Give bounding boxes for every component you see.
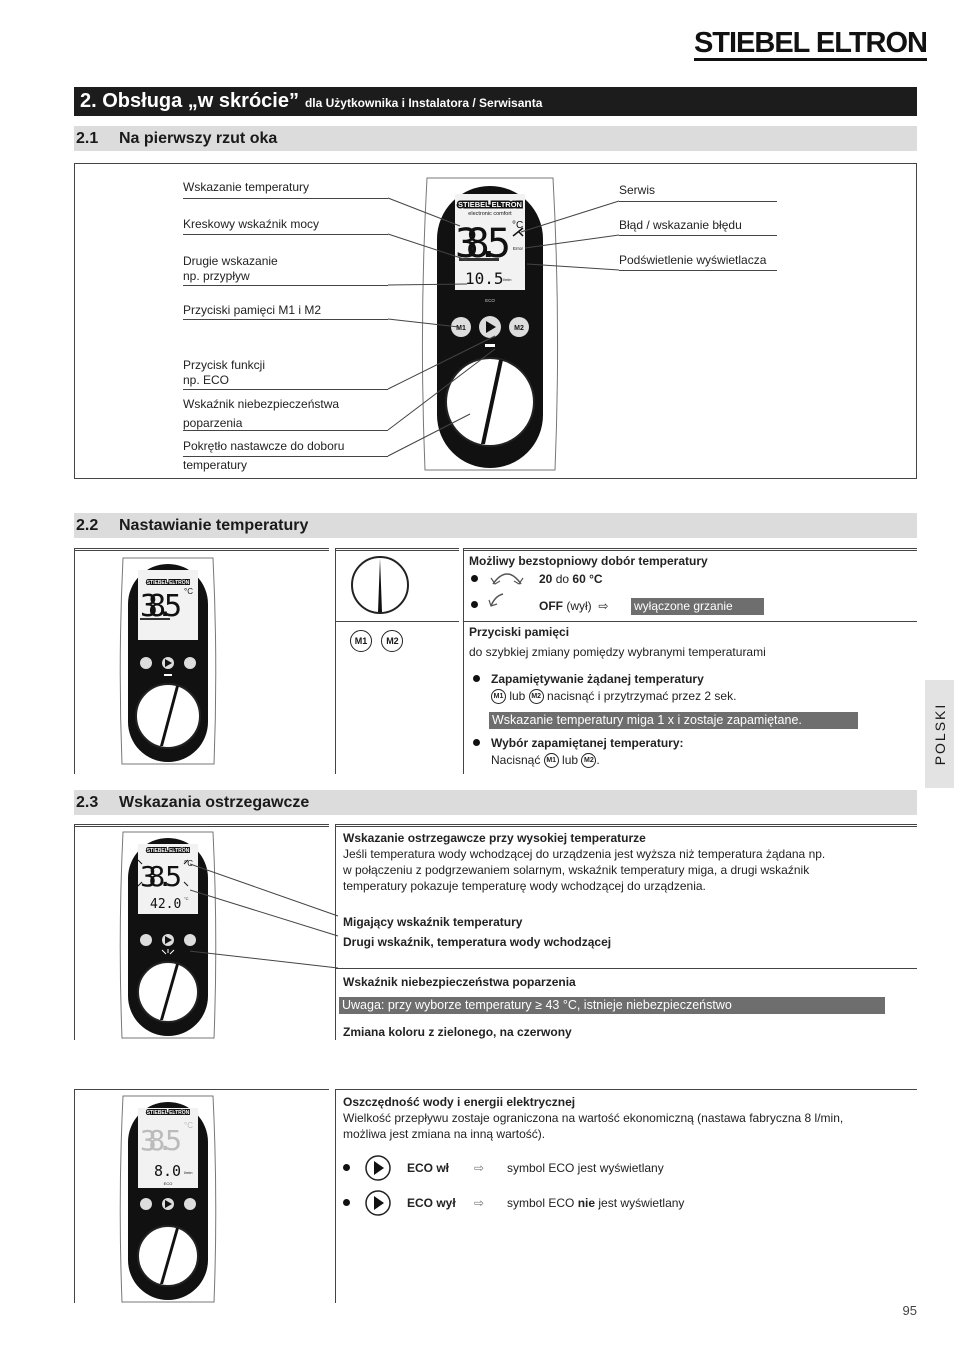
temp-range: 20 do 60 °C bbox=[539, 572, 603, 586]
label-temp-display: Wskazanie temperatury bbox=[183, 180, 310, 194]
label-memory-buttons: Przyciski pamięci M1 i M2 bbox=[183, 303, 322, 317]
temp-select-title: Możliwy bezstopniowy dobór temperatury bbox=[469, 554, 708, 568]
play-icon bbox=[486, 321, 496, 333]
language-tab: POLSKI bbox=[925, 680, 954, 788]
heating-off-highlight: wyłączone grzanie bbox=[631, 598, 764, 615]
scald-warning-highlight: Uwaga: przy wyborze temperatury ≥ 43 °C,… bbox=[339, 997, 885, 1014]
label-function-button: Przycisk funkcji bbox=[183, 358, 266, 372]
memory-buttons-title: Przyciski pamięci bbox=[469, 625, 570, 639]
svg-text:°C: °C bbox=[184, 859, 193, 868]
page-number: 95 bbox=[902, 1303, 917, 1318]
device-small-2-2: STIEBEL ELTRON 38.5 °C bbox=[119, 557, 217, 765]
knob-off-icon bbox=[488, 593, 504, 607]
brand-logo: STIEBEL ELTRON bbox=[693, 27, 928, 61]
svg-text:M2: M2 bbox=[514, 325, 524, 332]
label-service: Serwis bbox=[619, 183, 656, 197]
main-heading: 2. Obsługa „w skrócie” dla Użytkownika i… bbox=[74, 87, 917, 116]
play-icon bbox=[165, 659, 172, 667]
svg-text:°C: °C bbox=[184, 896, 189, 901]
overview-figure: STIEBEL ELTRON electronic comfort 38.5 °… bbox=[74, 163, 917, 479]
device-eco-temp: 38.5 bbox=[140, 1124, 182, 1157]
stored-highlight: Wskazanie temperatury miga 1 x i zostaje… bbox=[489, 712, 858, 729]
svg-text:Error: Error bbox=[513, 246, 524, 251]
eco-off-label: ECO wył bbox=[407, 1196, 456, 1210]
main-heading-subtitle: dla Użytkownika i Instalatora / Serwisan… bbox=[304, 96, 543, 110]
svg-text:STIEBEL ELTRON: STIEBEL ELTRON bbox=[147, 848, 190, 854]
warning-leader-lines bbox=[190, 863, 339, 969]
main-heading-title: 2. Obsługa „w skrócie” bbox=[80, 90, 299, 112]
svg-text:ECO: ECO bbox=[485, 298, 495, 303]
second-indicator-label: Drugi wskaźnik, temperatura wody wchodzą… bbox=[343, 935, 612, 949]
flashing-indicator-label: Migający wskaźnik temperatury bbox=[343, 915, 523, 929]
eco-off-desc: symbol ECO nie jest wyświetlany bbox=[507, 1196, 685, 1210]
svg-text:STIEBEL ELTRON: STIEBEL ELTRON bbox=[147, 580, 190, 586]
svg-text:l/min: l/min bbox=[503, 277, 511, 282]
high-temp-warning-title: Wskazanie ostrzegawcze przy wysokiej tem… bbox=[343, 831, 646, 845]
memory-buttons-icons: M1 M2 bbox=[350, 630, 404, 652]
svg-text:°C: °C bbox=[184, 1121, 193, 1130]
scald-indicator bbox=[485, 344, 495, 347]
knob-pointer bbox=[481, 360, 503, 444]
device-tagline: electronic comfort bbox=[468, 211, 512, 217]
label-error: Błąd / wskazanie błędu bbox=[619, 218, 742, 232]
store-temp-instruction: M1 lub M2 nacisnąć i przytrzymać przez 2… bbox=[491, 688, 736, 705]
device-brand: STIEBEL ELTRON bbox=[458, 200, 522, 209]
label-backlight: Podświetlenie wyświetlacza bbox=[619, 253, 767, 267]
device-eco-flow: 8.0 bbox=[154, 1162, 181, 1180]
device-flashing-temp: 38.5 bbox=[140, 860, 182, 893]
svg-text:M1: M1 bbox=[456, 325, 466, 332]
knob-icon bbox=[351, 556, 409, 614]
store-temp-title: Zapamiętywanie żądanej temperatury bbox=[491, 672, 704, 686]
scald-warning-title: Wskaźnik niebezpieczeństwa poparzenia bbox=[343, 975, 576, 989]
eco-off-play-icon bbox=[365, 1190, 391, 1216]
label-knob: Pokrętło nastawcze do doboru bbox=[183, 439, 345, 453]
color-change-label: Zmiana koloru z zielonego, na czerwony bbox=[343, 1025, 572, 1039]
svg-text:l/min: l/min bbox=[184, 1170, 192, 1175]
off-line: OFF (wył) ⇨ bbox=[539, 599, 609, 613]
label-scald-indicator: Wskaźnik niebezpieczeństwa bbox=[183, 397, 340, 411]
device-flow: 10.5 bbox=[465, 269, 504, 288]
svg-text:°C: °C bbox=[184, 587, 193, 596]
select-stored-title: Wybór zapamiętanej temperatury: bbox=[491, 736, 684, 750]
device-illustration: STIEBEL ELTRON electronic comfort 38.5 °… bbox=[421, 177, 559, 471]
leader-lines bbox=[387, 197, 620, 457]
label-second-display: Drugie wskazanie bbox=[183, 254, 278, 268]
eco-on-label: ECO wł bbox=[407, 1161, 450, 1175]
device-small-eco: STIEBEL ELTRON 38.5 °C 8.0 l/min ECO bbox=[119, 1095, 217, 1303]
knob-turn-icon bbox=[490, 573, 524, 585]
svg-text:ECO: ECO bbox=[164, 1181, 173, 1186]
device-unit: °C bbox=[512, 220, 523, 231]
eco-on-play-icon bbox=[365, 1155, 391, 1181]
power-bar bbox=[459, 258, 499, 261]
svg-text:STIEBEL ELTRON: STIEBEL ELTRON bbox=[147, 1110, 190, 1116]
device-second-temp: 42.0 bbox=[150, 897, 181, 912]
service-icon bbox=[512, 227, 524, 237]
select-stored-instruction: Nacisnąć M1 lub M2. bbox=[491, 753, 600, 769]
device-small-2-3: STIEBEL ELTRON 38.5 °C 42.0 °C bbox=[119, 831, 217, 1039]
label-power-bar: Kreskowy wskaźnik mocy bbox=[183, 217, 320, 231]
eco-on-desc: symbol ECO jest wyświetlany bbox=[507, 1161, 664, 1175]
eco-title: Oszczędność wody i energii elektrycznej bbox=[343, 1095, 576, 1109]
